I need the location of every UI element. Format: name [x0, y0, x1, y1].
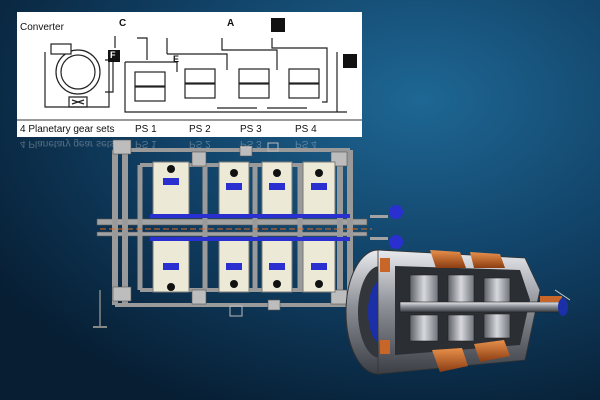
brake-a-block: [271, 18, 285, 32]
brake-f-label: F: [110, 50, 116, 60]
clutch-e-label: E: [173, 54, 180, 64]
brake-f-block: [108, 50, 120, 62]
label-reflection: 4 Planetary gear sets PS 1 PS 2 PS 3 PS …: [17, 137, 362, 151]
reflection-ps2: PS 2: [189, 138, 211, 149]
planetary-gear-set-1: [152, 161, 190, 293]
transmission-cutaway-3d: [345, 249, 571, 375]
transmission-schematic: [93, 139, 403, 328]
ps4-label: PS 4: [295, 124, 317, 135]
shift-schematic-panel: Converter C A F E 4 Planetary gear sets …: [17, 12, 362, 137]
converter-label: Converter: [20, 22, 64, 33]
reflection-ps4: PS 4: [295, 138, 317, 149]
ps2-label: PS 2: [189, 124, 211, 135]
ps3-label: PS 3: [240, 124, 262, 135]
planetary-gear-set-3: [261, 161, 293, 293]
reflection-ps1: PS 1: [135, 138, 157, 149]
planetary-gear-set-2: [218, 161, 250, 293]
brake-b-block: [343, 54, 357, 68]
shift-schematic-drawing: [17, 12, 362, 137]
reflection-ps3: PS 3: [240, 138, 262, 149]
planetary-gear-set-4: [302, 161, 336, 293]
clutch-c-label: C: [119, 18, 127, 29]
clutch-a-label: A: [227, 18, 235, 29]
planetary-gear-sets-label: 4 Planetary gear sets: [20, 124, 115, 135]
clutch-pack-schematic: [114, 36, 347, 113]
ps1-label: PS 1: [135, 124, 157, 135]
reflection-gearsets: 4 Planetary gear sets: [20, 138, 115, 149]
